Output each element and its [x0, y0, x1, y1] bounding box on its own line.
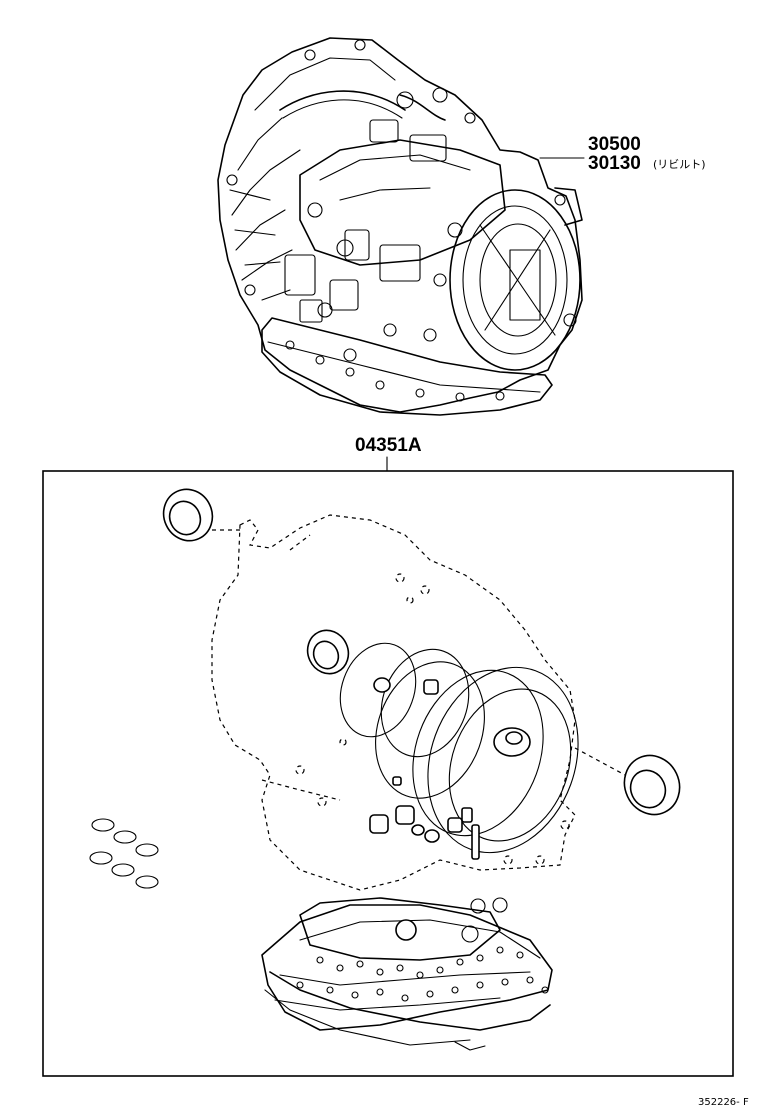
- callout-label-30130: 30130: [588, 153, 641, 174]
- gasket-kit-frame: [42, 470, 734, 1077]
- callout-label-30500: 30500: [588, 134, 641, 155]
- gasket-kit-illustration: [89, 488, 681, 1051]
- oil-seal-2: [306, 629, 350, 675]
- transmission-assembly-illustration: [217, 37, 583, 416]
- figure-id: 352226- F: [698, 1097, 749, 1108]
- oil-seal-1: [162, 488, 214, 542]
- oil-seal-3: [623, 754, 681, 816]
- callout-label-04351A: 04351A: [355, 435, 422, 456]
- callout-note-rebuilt: (リビルト): [653, 158, 706, 171]
